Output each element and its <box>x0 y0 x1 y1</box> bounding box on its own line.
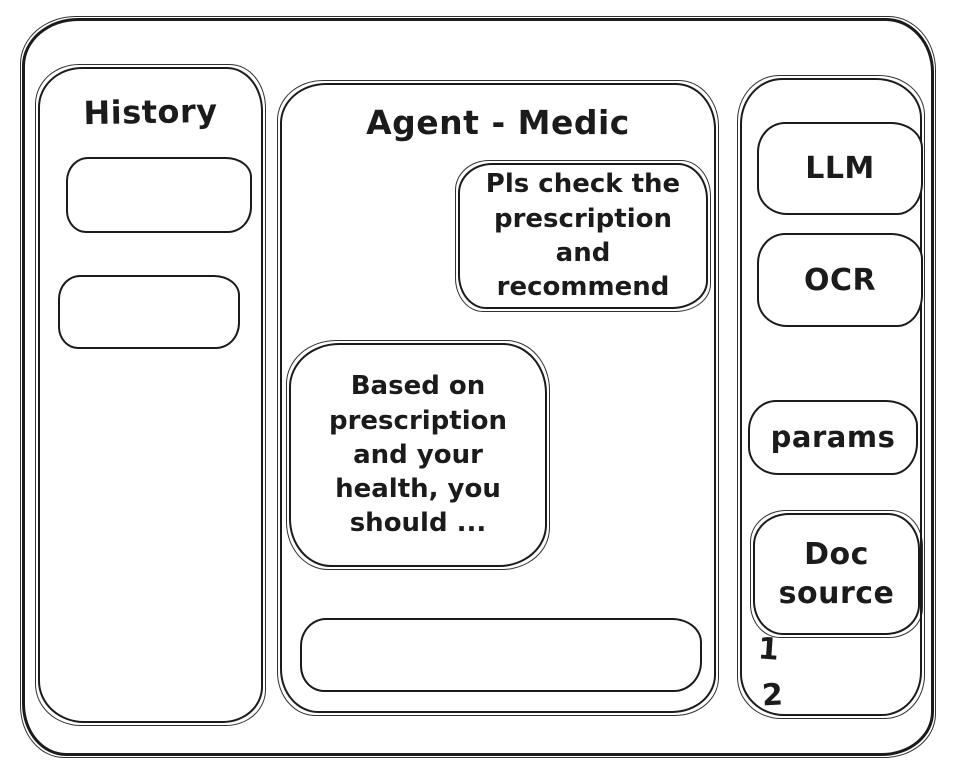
doc-source-button[interactable]: Doc source <box>750 510 923 638</box>
chat-title: Agent - Medic <box>366 103 630 142</box>
history-sidebar: History <box>35 64 266 726</box>
agent-message-text: Based on prescription and your health, y… <box>328 371 507 539</box>
doc-source-item[interactable]: 1 <box>756 631 781 668</box>
params-button[interactable]: params <box>748 400 918 475</box>
history-item[interactable] <box>58 275 240 349</box>
agent-message-bubble: Based on prescription and your health, y… <box>286 340 550 570</box>
history-item[interactable] <box>66 157 252 233</box>
llm-button[interactable]: LLM <box>757 122 923 215</box>
chat-panel: Agent - Medic Pls check the prescription… <box>277 80 719 716</box>
tools-sidebar: LLM OCR params Doc source 1 2 <box>737 75 925 719</box>
ocr-button[interactable]: OCR <box>757 233 923 327</box>
message-input[interactable] <box>300 618 702 692</box>
history-title: History <box>83 91 218 133</box>
doc-source-item[interactable]: 2 <box>761 677 784 714</box>
user-message-bubble: Pls check the prescription and recommend <box>455 160 711 312</box>
user-message-text: Pls check the prescription and recommend <box>485 169 681 303</box>
app-window: History Agent - Medic Pls check the pres… <box>20 16 936 758</box>
